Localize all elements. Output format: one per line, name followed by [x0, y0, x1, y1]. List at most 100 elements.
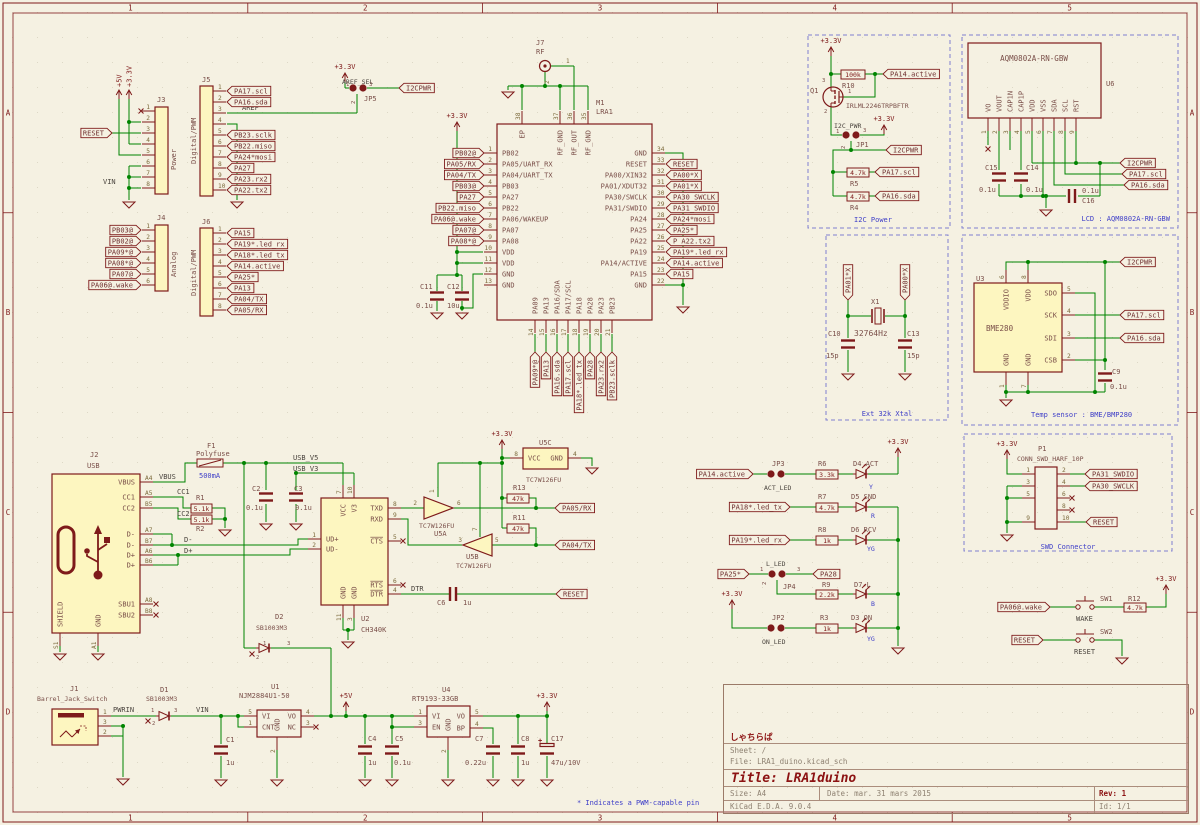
net-label[interactable]: PA28 — [584, 351, 596, 380]
net-label[interactable]: PA04/TX — [226, 293, 267, 305]
net-label[interactable]: PA00*X — [899, 264, 911, 301]
led-d4[interactable] — [853, 463, 871, 480]
net-label[interactable]: PA23.rx2 — [595, 351, 607, 397]
net-label[interactable]: PA16.sda — [226, 96, 272, 108]
bme280-u3-body[interactable] — [973, 282, 1063, 373]
net-label[interactable]: RESET — [1011, 634, 1044, 646]
switch-sw2-reset[interactable] — [1089, 637, 1095, 643]
net-label[interactable]: PB23.sclk — [606, 351, 618, 401]
resistor[interactable] — [815, 469, 839, 480]
net-label[interactable]: PB22.miso — [435, 202, 485, 214]
net-label[interactable]: PA06@.wake — [997, 601, 1051, 613]
net-label[interactable]: PA18*.led_tx — [226, 249, 289, 261]
net-label[interactable]: PA14.active — [696, 468, 754, 480]
net-label[interactable]: PA18*.led_tx — [728, 501, 791, 513]
net-label[interactable]: RESET — [665, 158, 698, 170]
usb-j2-body[interactable] — [51, 473, 141, 634]
resistor[interactable] — [840, 69, 866, 80]
jumper-jp3[interactable] — [767, 470, 775, 478]
header-j5-body[interactable] — [199, 85, 214, 197]
net-label[interactable]: PA24*mosi — [226, 151, 276, 163]
header-j3-body[interactable] — [154, 106, 169, 195]
net-label[interactable]: PA27 — [456, 191, 485, 203]
diode-d1[interactable] — [156, 710, 171, 722]
jumper-jp2[interactable] — [777, 624, 785, 632]
net-label[interactable]: PA05/RX — [444, 158, 485, 170]
net-label[interactable]: PA14.active — [882, 68, 940, 80]
net-label[interactable]: PA04/TX — [444, 169, 485, 181]
net-label[interactable]: PA01*X — [842, 264, 854, 301]
net-label[interactable]: PA28 — [812, 568, 841, 580]
net-label[interactable]: PA13 — [540, 351, 552, 380]
capacitor-polarized[interactable] — [539, 742, 555, 748]
net-label[interactable]: PA06@.wake — [431, 213, 485, 225]
jumper-jp5[interactable] — [349, 84, 357, 92]
net-label[interactable]: PA06@.wake — [88, 279, 142, 291]
net-label[interactable]: PA16.sda — [1119, 332, 1165, 344]
jumper-jp2[interactable] — [767, 624, 775, 632]
net-label[interactable]: PB02@ — [109, 235, 142, 247]
net-label[interactable]: PA25* — [226, 271, 259, 283]
buffer-u5b[interactable] — [461, 533, 493, 557]
switch-sw2-reset[interactable] — [1075, 637, 1081, 643]
led-d5[interactable] — [853, 496, 871, 513]
net-label[interactable]: PA14.active — [226, 260, 284, 272]
resistor[interactable] — [815, 535, 839, 546]
net-label[interactable]: PA30_SWCLK — [1084, 480, 1138, 492]
net-label[interactable]: PA15 — [226, 227, 255, 239]
net-label[interactable]: PA25* — [665, 224, 698, 236]
net-label[interactable]: PA25* — [717, 568, 750, 580]
resistor[interactable] — [815, 623, 839, 634]
jumper-jp4[interactable] — [778, 570, 786, 578]
net-label[interactable]: PA17.scl — [562, 351, 574, 397]
net-label[interactable]: PA30_SWCLK — [665, 191, 719, 203]
net-label[interactable]: PA05/RX — [226, 304, 267, 316]
resistor[interactable] — [190, 503, 213, 514]
jumper-jp4[interactable] — [768, 570, 776, 578]
net-label[interactable]: P A22.tx2 — [665, 235, 715, 247]
buffer-u5a[interactable] — [423, 496, 455, 520]
net-label[interactable]: PA16.sda — [1123, 179, 1169, 191]
led-d6[interactable] — [853, 529, 871, 546]
lcd-u6-body[interactable] — [967, 42, 1102, 119]
net-label[interactable]: PA07@ — [452, 224, 485, 236]
header-j6-body[interactable] — [199, 227, 214, 317]
net-label[interactable]: PA09*@ — [529, 351, 541, 388]
net-label[interactable]: PA08*@ — [105, 257, 142, 269]
net-label[interactable]: PA05/RX — [554, 502, 595, 514]
net-label[interactable]: PB23.sclk — [226, 129, 276, 141]
net-label[interactable]: PA04/TX — [554, 539, 595, 551]
net-label[interactable]: PA17.scl — [1119, 309, 1165, 321]
switch-sw1-wake[interactable] — [1089, 604, 1095, 610]
net-label[interactable]: PB03@ — [452, 180, 485, 192]
switch-sw1-wake[interactable] — [1075, 604, 1081, 610]
jumper-jp3[interactable] — [777, 470, 785, 478]
resistor[interactable] — [815, 589, 839, 600]
jumper-jp5[interactable] — [359, 84, 367, 92]
net-label[interactable]: PA23.rx2 — [226, 173, 272, 185]
net-label[interactable]: PB22.miso — [226, 140, 276, 152]
resistor[interactable] — [506, 523, 530, 534]
resistor[interactable] — [846, 191, 870, 202]
net-label[interactable]: PA27 — [226, 162, 255, 174]
net-label[interactable]: I2CPWR — [885, 144, 922, 156]
net-label[interactable]: PB03@ — [109, 224, 142, 236]
net-label[interactable]: PA14.active — [665, 257, 723, 269]
net-label[interactable]: PA31_SWDIO — [1084, 468, 1138, 480]
diode-d2[interactable] — [256, 642, 271, 654]
net-label[interactable]: PA07@ — [109, 268, 142, 280]
net-label[interactable]: PA17.scl — [1121, 168, 1167, 180]
resistor[interactable] — [815, 502, 839, 513]
net-label[interactable]: PA18*.led_tx — [573, 351, 585, 414]
net-label[interactable]: PA00*X — [665, 169, 702, 181]
ldo-u1-body[interactable] — [256, 709, 302, 738]
resistor[interactable] — [506, 493, 530, 504]
led-d7[interactable] — [853, 583, 871, 600]
net-label[interactable]: PA09*@ — [105, 246, 142, 258]
led-d3[interactable] — [853, 617, 871, 634]
resistor[interactable] — [190, 514, 213, 525]
net-label[interactable]: PA16.sda — [874, 190, 920, 202]
net-label[interactable]: PA31_SWDIO — [665, 202, 719, 214]
header-j4-body[interactable] — [154, 224, 169, 292]
net-label[interactable]: PA08*@ — [448, 235, 485, 247]
